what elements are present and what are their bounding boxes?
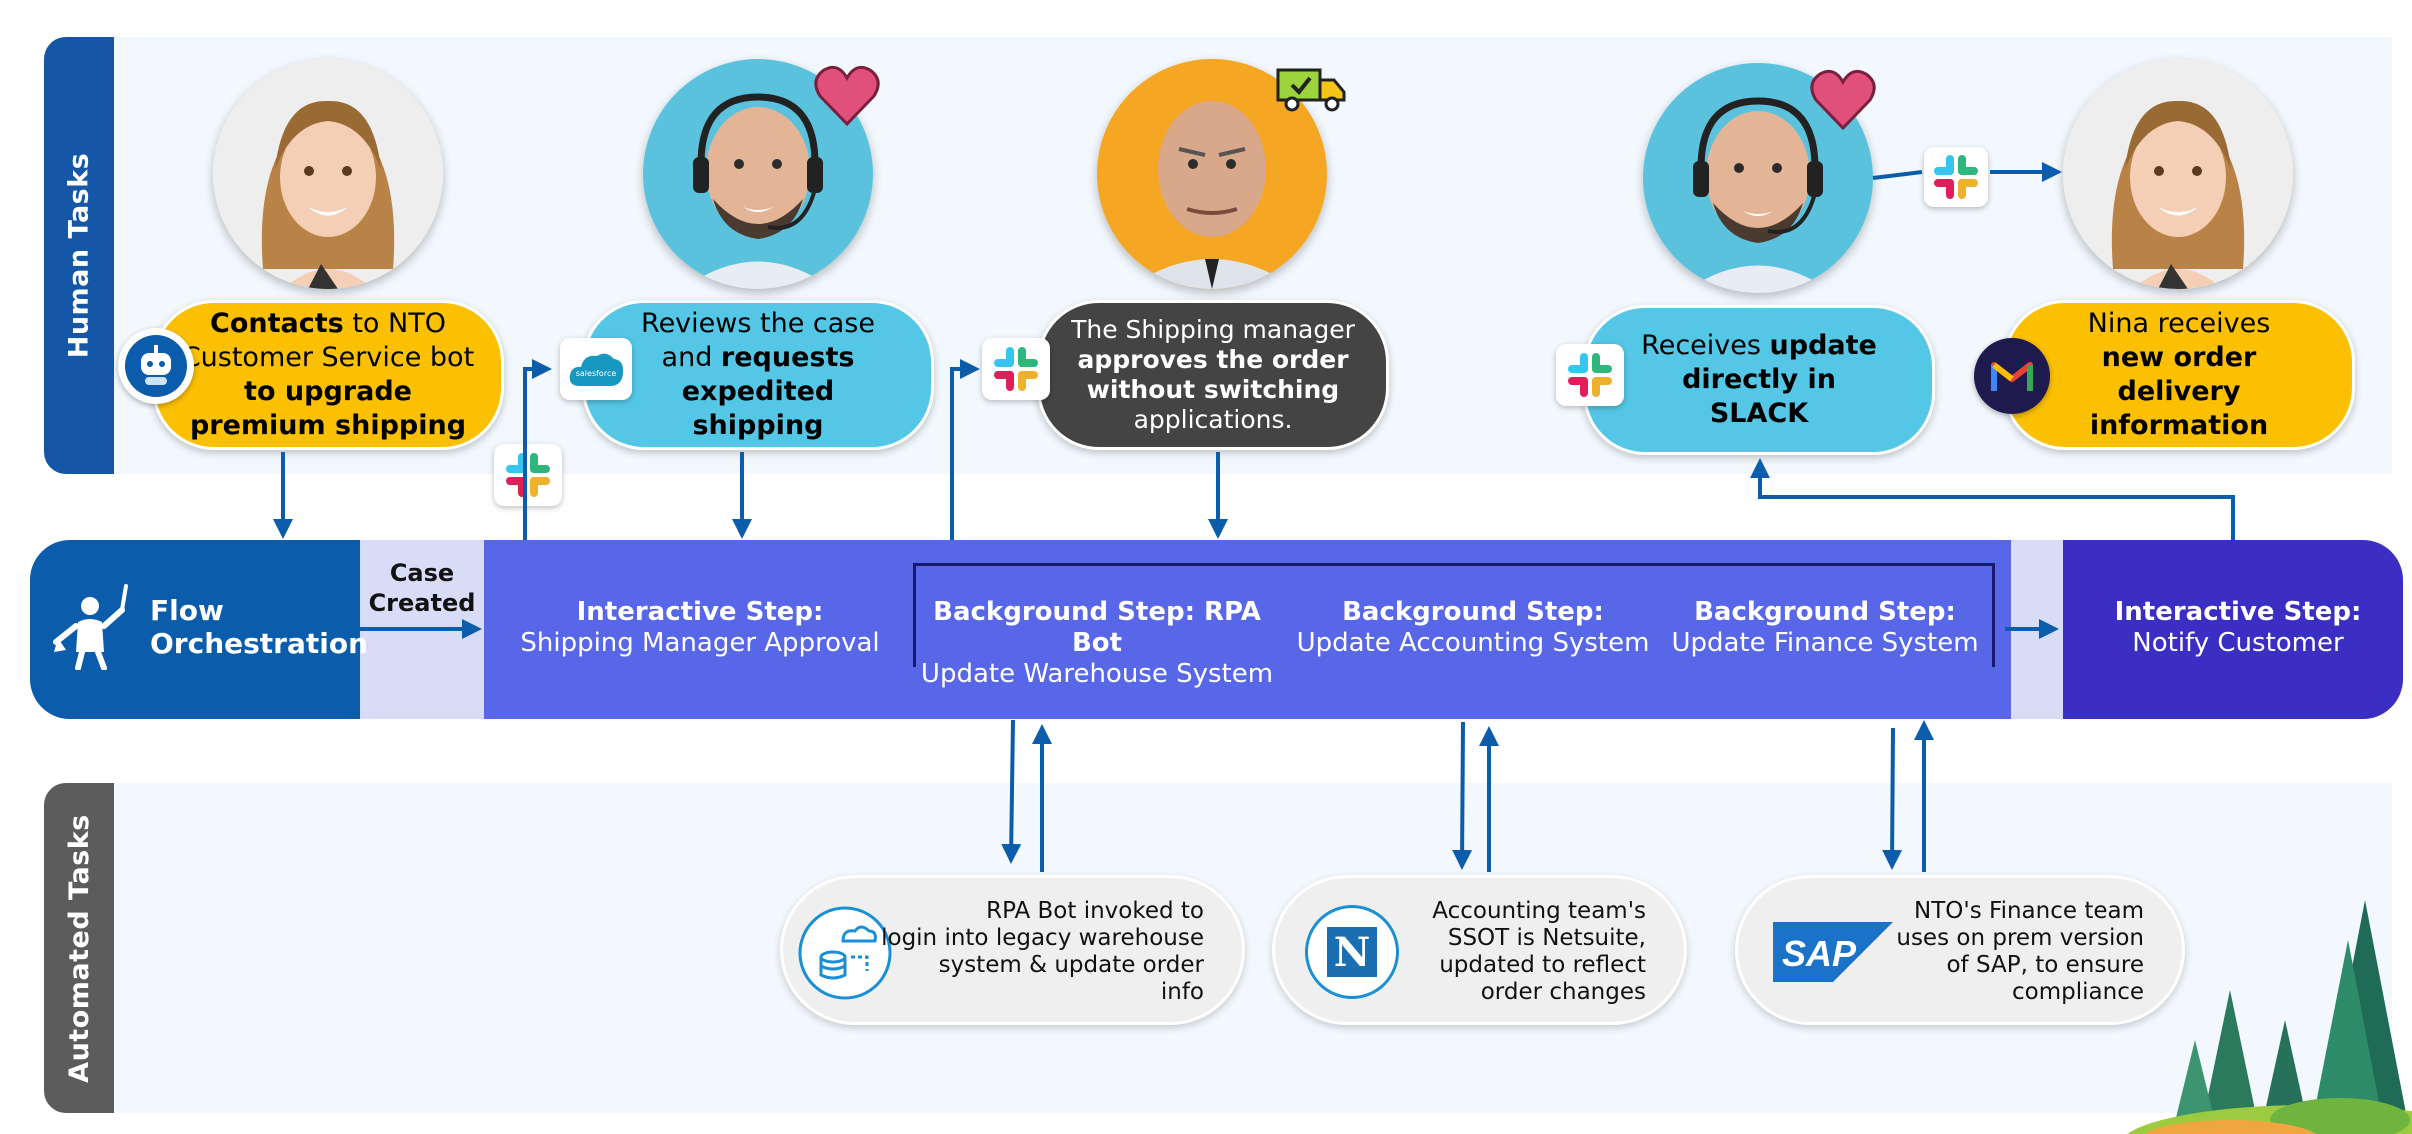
human-step-customer-notified: Nina receives new order delivery informa…	[2003, 300, 2355, 450]
rpa-database-icon	[798, 906, 892, 1000]
flow-orchestration-icon	[53, 584, 128, 670]
step-notify-customer: Interactive Step: Notify Customer	[2058, 597, 2412, 659]
bold-text-run: requests expedited shipping	[681, 342, 855, 441]
desc-line: uses on prem version	[1896, 925, 2144, 951]
sap-logo-text: SAP	[1782, 933, 1857, 974]
desc-line: updated to reflect	[1439, 952, 1646, 978]
desc-line: SSOT is Netsuite,	[1447, 925, 1646, 951]
desc-line: RPA Bot invoked to	[986, 898, 1204, 924]
bold-text-run: new order delivery information	[2089, 342, 2269, 441]
text-run: Nina receives	[2087, 308, 2271, 339]
salesforce-logo-text: salesforce	[576, 369, 617, 378]
gmail-icon	[1974, 338, 2050, 414]
arrow	[523, 359, 552, 540]
step-subtitle: Update Warehouse System	[920, 659, 1274, 689]
slack-chip	[494, 444, 562, 506]
bold-text-run: approves the order without switching	[1077, 345, 1349, 404]
case-created-line2: Created	[368, 589, 476, 617]
salesforce-cloud-icon: salesforce	[569, 353, 624, 386]
background-steps-bracket	[913, 563, 1995, 667]
step-title: Background Step: RPA Bot	[933, 597, 1261, 658]
desc-line: NTO's Finance team	[1914, 898, 2144, 924]
case-created-label: Case Created	[360, 558, 484, 618]
desc-line: Accounting team's	[1432, 898, 1646, 924]
human-step-review-case: Reviews the case and requests expedited …	[582, 300, 934, 450]
step-subtitle: Notify Customer	[2132, 628, 2344, 658]
netsuite-logo: N	[1305, 905, 1399, 999]
arrow	[1882, 727, 1903, 870]
desc-line: system & update order	[938, 952, 1204, 978]
step-update-finance: Background Step: Update Finance System	[1645, 597, 2005, 659]
arrow	[1001, 719, 1022, 864]
text-run: to NTO Customer Service bot	[181, 308, 475, 373]
desc-line: order changes	[1480, 979, 1646, 1005]
text-run: Reviews the case and	[641, 308, 875, 373]
delivery-truck-icon	[1276, 68, 1346, 112]
step-shipping-manager-approval: Interactive Step: Shipping Manager Appro…	[520, 597, 880, 659]
flow-orchestration-line2: Orchestration	[150, 627, 369, 660]
slack-chip	[982, 338, 1050, 400]
desc-line: compliance	[2012, 979, 2144, 1005]
bold-text-run: update directly in SLACK	[1682, 330, 1877, 429]
arrow	[1750, 458, 2235, 540]
bold-text-run: to upgrade premium shipping	[189, 376, 467, 441]
bold-text-run: Contacts	[210, 308, 344, 339]
netsuite-description: Accounting team's SSOT is Netsuite, upda…	[1386, 898, 1646, 1006]
step-subtitle: Update Accounting System	[1296, 628, 1650, 658]
arrow	[950, 359, 980, 540]
arrow	[1872, 170, 1923, 180]
arrow	[1452, 721, 1473, 870]
flow-orchestration-title: Flow Orchestration	[150, 594, 368, 660]
automated-task-rpa-bot: RPA Bot invoked to login into legacy war…	[780, 875, 1245, 1025]
desc-line: login into legacy warehouse	[881, 925, 1204, 951]
step-subtitle: Update Finance System	[1671, 628, 1979, 658]
netsuite-logo-text: N	[1327, 927, 1377, 977]
salesforce-chip: salesforce	[560, 338, 632, 400]
step-title: Interactive Step:	[2114, 597, 2362, 627]
step-title: Background Step:	[1342, 597, 1604, 627]
sap-description: NTO's Finance team uses on prem version …	[1874, 898, 2144, 1006]
desc-line: info	[1160, 979, 1204, 1005]
text-run: The Shipping manager	[1071, 315, 1355, 344]
chatbot-icon	[118, 328, 194, 404]
desc-line: of SAP, to ensure	[1946, 952, 2144, 978]
step-subtitle: Shipping Manager Approval	[520, 628, 880, 658]
rpa-bot-description: RPA Bot invoked to login into legacy war…	[874, 898, 1204, 1006]
automated-task-sap: SAP NTO's Finance team uses on prem vers…	[1735, 875, 2185, 1025]
human-step-contact-bot: Contacts to NTO Customer Service bot to …	[152, 300, 504, 450]
step-update-accounting: Background Step: Update Accounting Syste…	[1293, 597, 1653, 659]
sap-logo: SAP	[1773, 922, 1893, 982]
case-created-line1: Case	[389, 559, 455, 587]
step-title: Interactive Step:	[576, 597, 824, 627]
human-step-slack-update: Receives update directly in SLACK	[1583, 305, 1935, 455]
automated-tasks-lane-tab: Automated Tasks	[44, 783, 114, 1113]
human-tasks-lane-tab: Human Tasks	[44, 37, 114, 474]
slack-chip	[1556, 344, 1624, 406]
automated-task-netsuite: N Accounting team's SSOT is Netsuite, up…	[1272, 875, 1687, 1025]
forest-illustration	[2127, 900, 2412, 1134]
step-title: Background Step:	[1694, 597, 1956, 627]
human-step-manager-approves: The Shipping manager approves the order …	[1037, 300, 1389, 450]
step-update-warehouse: Background Step: RPA Bot Update Warehous…	[917, 597, 1277, 690]
flow-orchestration-line1: Flow	[150, 594, 224, 627]
text-run: applications.	[1133, 405, 1293, 434]
text-run: Receives	[1641, 330, 1770, 361]
slack-chip	[1924, 147, 1988, 207]
